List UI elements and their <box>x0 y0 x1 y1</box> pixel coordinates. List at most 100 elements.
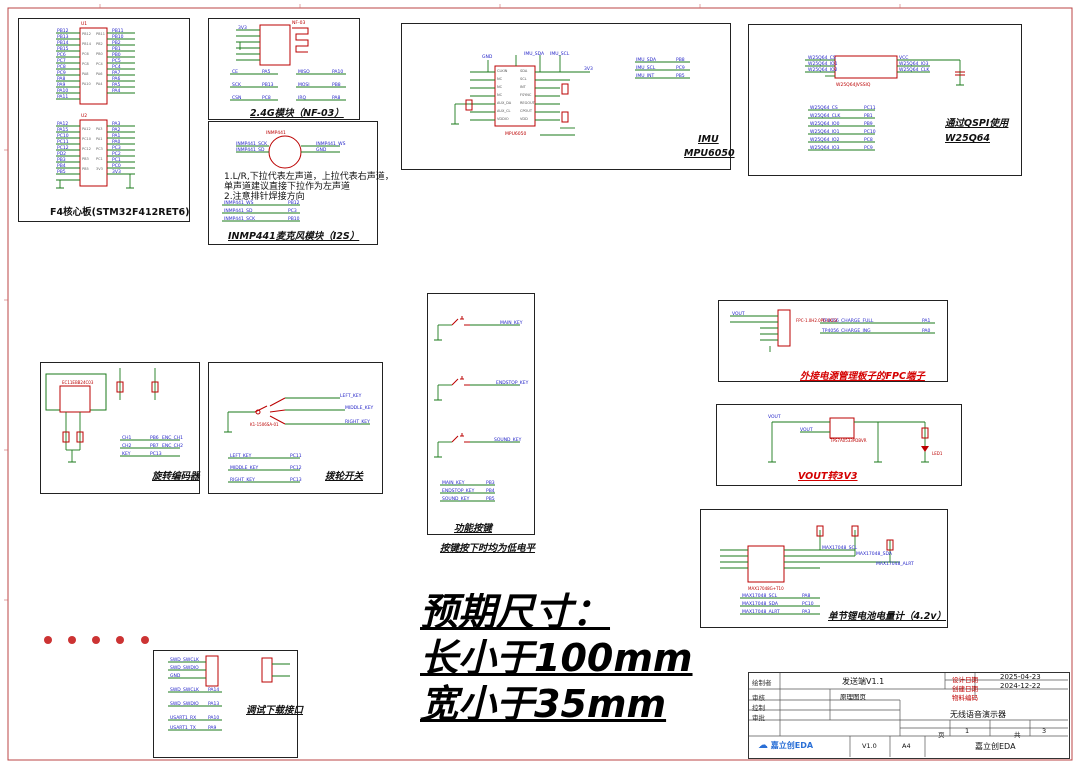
svg-text:TPS7A0533PDBVR: TPS7A0533PDBVR <box>829 438 867 443</box>
svg-text:VDDIO: VDDIO <box>497 117 509 121</box>
svg-text:PA3: PA3 <box>96 127 103 131</box>
svg-text:REGOUT: REGOUT <box>520 101 536 105</box>
svg-text:VDD: VDD <box>520 117 528 121</box>
cloud-icon: ☁ <box>758 740 768 751</box>
buttons-box <box>427 293 535 535</box>
svg-text:KEY: KEY <box>122 451 131 457</box>
svg-text:PB1: PB1 <box>112 46 121 52</box>
toggle-title: 拨轮开关 <box>325 471 364 482</box>
svg-text:MAIN_KEY: MAIN_KEY <box>500 320 523 326</box>
svg-text:INMP441_SCK: INMP441_SCK <box>236 141 268 147</box>
svg-text:PC4: PC4 <box>112 64 121 70</box>
svg-text:SOUND_KEY: SOUND_KEY <box>494 437 522 443</box>
svg-text:PC13: PC13 <box>290 477 302 483</box>
tb-update-date-label: 创建日期 <box>952 685 978 693</box>
svg-text:K1-1506SA-01: K1-1506SA-01 <box>250 422 279 427</box>
svg-text:MAIN_KEY: MAIN_KEY <box>442 480 465 486</box>
svg-text:SDA: SDA <box>520 69 528 73</box>
svg-text:PC9: PC9 <box>57 70 66 76</box>
tb-approve-label: 审批 <box>752 714 765 722</box>
fpc-title: 外接电源管理板子的FPC端子 <box>800 371 925 382</box>
svg-text:MIDDLE_KEY: MIDDLE_KEY <box>230 465 259 471</box>
flash-title-1: 通过QSPI使用 <box>945 118 1009 129</box>
svg-text:VOUT: VOUT <box>732 311 745 317</box>
svg-text:GND: GND <box>170 673 181 679</box>
svg-text:PB12: PB12 <box>57 28 69 34</box>
svg-text:MAX17048_SDA: MAX17048_SDA <box>742 601 779 607</box>
svg-text:AUX_DA: AUX_DA <box>497 101 512 105</box>
svg-text:INT: INT <box>520 85 527 89</box>
svg-text:PB5: PB5 <box>57 169 66 175</box>
mic-title: INMP441麦克风模块（I2S） <box>228 231 360 242</box>
svg-text:MAX17048_ALRT: MAX17048_ALRT <box>742 609 780 615</box>
svg-text:3V3: 3V3 <box>584 66 593 72</box>
svg-text:PD2: PD2 <box>57 151 66 157</box>
svg-text:PB9: PB9 <box>864 121 873 127</box>
svg-text:PA8: PA8 <box>82 72 89 76</box>
svg-text:PA12: PA12 <box>57 121 68 127</box>
svg-text:PB5: PB5 <box>82 167 89 171</box>
mic-module-box <box>208 121 378 245</box>
svg-text:PA5: PA5 <box>262 69 271 75</box>
buttons-title: 功能按键 <box>454 523 493 534</box>
svg-text:INMP441_SCK: INMP441_SCK <box>224 216 256 222</box>
svg-text:SOUND_KEY: SOUND_KEY <box>442 496 470 502</box>
size-note-line-3: 宽小于35mm <box>420 682 667 726</box>
tb-logo-text: 嘉立创EDA <box>770 741 814 750</box>
svg-text:PA0: PA0 <box>922 328 931 334</box>
svg-text:W25Q64_CS: W25Q64_CS <box>810 105 838 111</box>
svg-text:3V3: 3V3 <box>112 169 121 175</box>
svg-text:PB13: PB13 <box>262 82 274 88</box>
tb-page-label-1: 页 <box>938 731 945 739</box>
svg-text:CH2: CH2 <box>122 443 132 449</box>
svg-text:GND: GND <box>316 147 327 153</box>
svg-text:INMP441_SD: INMP441_SD <box>236 147 265 153</box>
svg-text:PB12: PB12 <box>82 32 91 36</box>
size-note-line-1: 预期尺寸： <box>420 590 611 634</box>
svg-text:PA10: PA10 <box>208 715 219 721</box>
svg-text:PB3: PB3 <box>82 157 89 161</box>
svg-text:PB15: PB15 <box>57 46 69 52</box>
svg-text:TP4056_CHARGE_ING: TP4056_CHARGE_ING <box>821 328 871 334</box>
encoder-title: 旋转编码器 <box>152 471 200 482</box>
svg-text:NC: NC <box>497 77 503 81</box>
svg-text:RIGHT_KEY: RIGHT_KEY <box>345 419 370 425</box>
fuel-title: 单节锂电池电量计（4.2v） <box>828 611 947 622</box>
svg-text:ENDSTOP_KEY: ENDSTOP_KEY <box>496 380 529 386</box>
svg-text:PC7: PC7 <box>57 58 66 64</box>
core-board-box <box>18 18 190 222</box>
svg-text:CLKIN: CLKIN <box>497 69 508 73</box>
svg-text:PA6: PA6 <box>96 72 103 76</box>
svg-text:PA7: PA7 <box>112 70 121 76</box>
svg-text:PA3: PA3 <box>802 609 811 615</box>
radio-module-box <box>208 18 360 120</box>
svg-text:PB10: PB10 <box>112 34 124 40</box>
fpc-box <box>718 300 948 382</box>
fuel-gauge-box <box>700 509 948 628</box>
svg-text:PC10: PC10 <box>864 129 876 135</box>
svg-text:AUX_CL: AUX_CL <box>497 109 511 113</box>
svg-text:MISO: MISO <box>298 69 310 75</box>
svg-text:PA13: PA13 <box>208 701 219 707</box>
svg-text:PA9: PA9 <box>57 82 66 88</box>
svg-text:PA1: PA1 <box>922 318 931 324</box>
svg-text:3V3: 3V3 <box>238 25 247 31</box>
svg-text:PB14: PB14 <box>57 40 69 46</box>
svg-text:PB0: PB0 <box>112 52 121 58</box>
svg-text:SWD_SWDIO: SWD_SWDIO <box>170 701 199 707</box>
tb-part-label: 物料编码 <box>952 694 978 702</box>
svg-text:IMU_SCL: IMU_SCL <box>636 65 656 71</box>
svg-text:PC10: PC10 <box>82 137 91 141</box>
encoder-box <box>40 362 200 494</box>
svg-text:PA10: PA10 <box>82 82 91 86</box>
svg-text:MAX17048_SDA: MAX17048_SDA <box>856 551 893 557</box>
svg-text:W25Q64_CLK: W25Q64_CLK <box>899 67 930 73</box>
imu-box <box>401 23 731 170</box>
debug-title: 调试下载接口 <box>246 705 304 716</box>
svg-text:VCC: VCC <box>899 55 908 61</box>
